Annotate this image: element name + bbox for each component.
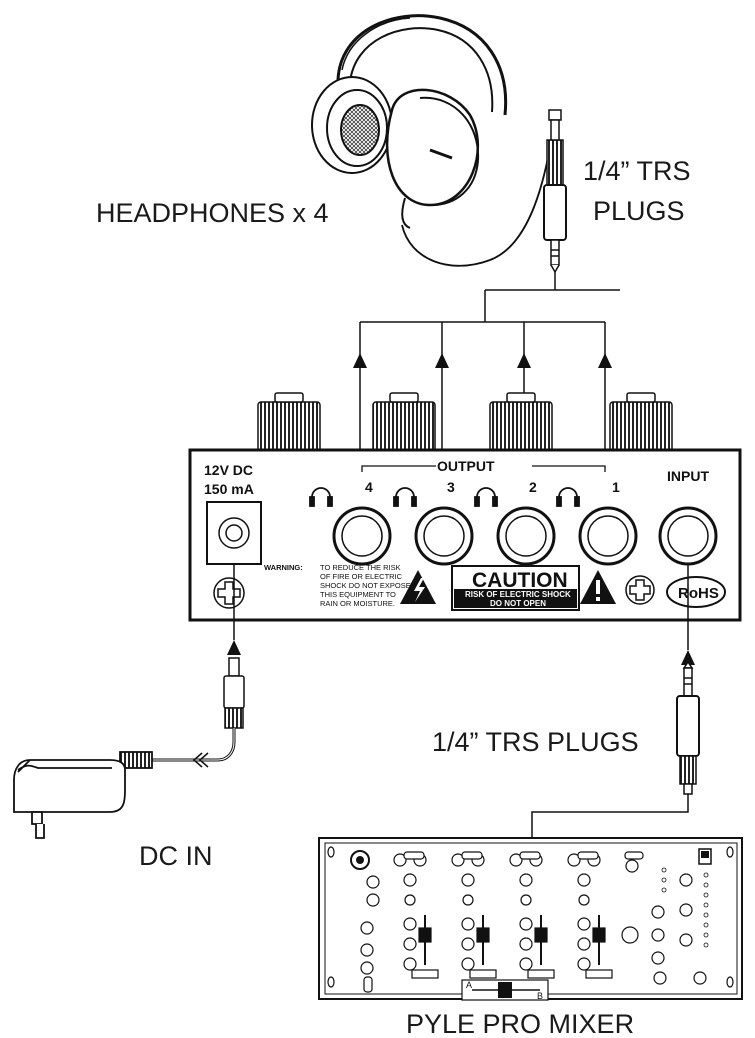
dc-jack[interactable] [206, 501, 262, 565]
amp-knobs [257, 392, 673, 453]
mixer-label: PYLE PRO MIXER [406, 1009, 634, 1038]
mixer-channels [360, 851, 707, 993]
exclamation-warning-icon [580, 570, 616, 604]
warning-line: TO REDUCE THE RISK [320, 563, 401, 572]
output-jack-2[interactable] [496, 506, 556, 566]
warning-line: OF FIRE OR ELECTRIC [320, 572, 403, 581]
dc-plug-icon [223, 657, 245, 729]
input-arrow [681, 650, 695, 665]
headphones-icon [311, 14, 508, 229]
input-jack[interactable] [658, 506, 718, 566]
cable-arrows [192, 752, 209, 768]
output-label: OUTPUT [437, 458, 495, 474]
caution-box [451, 565, 580, 611]
output-arrows [353, 353, 612, 368]
power-label-line2: 150 mA [204, 481, 254, 497]
rohs-badge [666, 576, 726, 608]
knob-2[interactable] [372, 392, 436, 453]
dc-cable-inner [150, 728, 235, 761]
output-jack-1[interactable] [578, 506, 638, 566]
warning-title: WARNING: [264, 563, 303, 572]
headphone-small-icon [309, 487, 333, 507]
dc-in-label: DC IN [139, 841, 213, 871]
output-wiring [359, 272, 620, 462]
trs-plug-icon [676, 660, 700, 795]
knob-4[interactable] [609, 392, 673, 453]
knob-3[interactable] [489, 392, 553, 453]
caution-line1: RISK OF ELECTRIC SHOCK [465, 590, 571, 599]
dc-cable [150, 728, 236, 762]
dc-arrow [227, 640, 241, 655]
input-label: INPUT [667, 468, 709, 484]
headphones-label: HEADPHONES x 4 [96, 198, 329, 228]
led-meter [661, 867, 709, 948]
output-bracket [361, 465, 606, 472]
output-jack-4[interactable] [332, 506, 392, 566]
crossfader-knob[interactable] [498, 982, 512, 998]
channel-label-2: 2 [529, 479, 537, 495]
headphone-small-icon [556, 487, 580, 507]
headphone-small-icon [474, 487, 498, 507]
headphone-cable [401, 109, 556, 267]
warning-line: SHOCK DO NOT EXPOSE [320, 581, 411, 590]
trs-top-label-line2: PLUGS [593, 196, 685, 226]
mixer-cable [531, 794, 689, 838]
warning-line: THIS EQUIPMENT TO [320, 590, 396, 599]
power-adapter-icon [13, 751, 153, 839]
screw-icon [625, 575, 655, 605]
crossfader-b-label: B [537, 991, 543, 1001]
trs-plug-icon [543, 109, 567, 274]
caution-line2: DO NOT OPEN [490, 599, 546, 608]
trs-bottom-label: 1/4” TRS PLUGS [432, 727, 639, 757]
mixer-icon [318, 837, 743, 1001]
power-label-line1: 12V DC [204, 462, 253, 478]
channel-label-3: 3 [447, 479, 455, 495]
knob-1[interactable] [257, 392, 321, 453]
headphone-small-icon [393, 487, 417, 507]
output-jack-3[interactable] [414, 506, 474, 566]
caution-title: CAUTION [472, 569, 568, 592]
rohs-label: RoHS [678, 585, 719, 602]
warning-line: RAIN OR MOISTURE. [320, 599, 395, 608]
crossfader-a-label: A [466, 980, 472, 990]
lightning-warning-icon [400, 570, 436, 604]
channel-label-4: 4 [365, 479, 373, 495]
trs-top-label-line1: 1/4” TRS [583, 156, 691, 186]
channel-label-1: 1 [612, 479, 620, 495]
screw-icon [213, 577, 245, 609]
